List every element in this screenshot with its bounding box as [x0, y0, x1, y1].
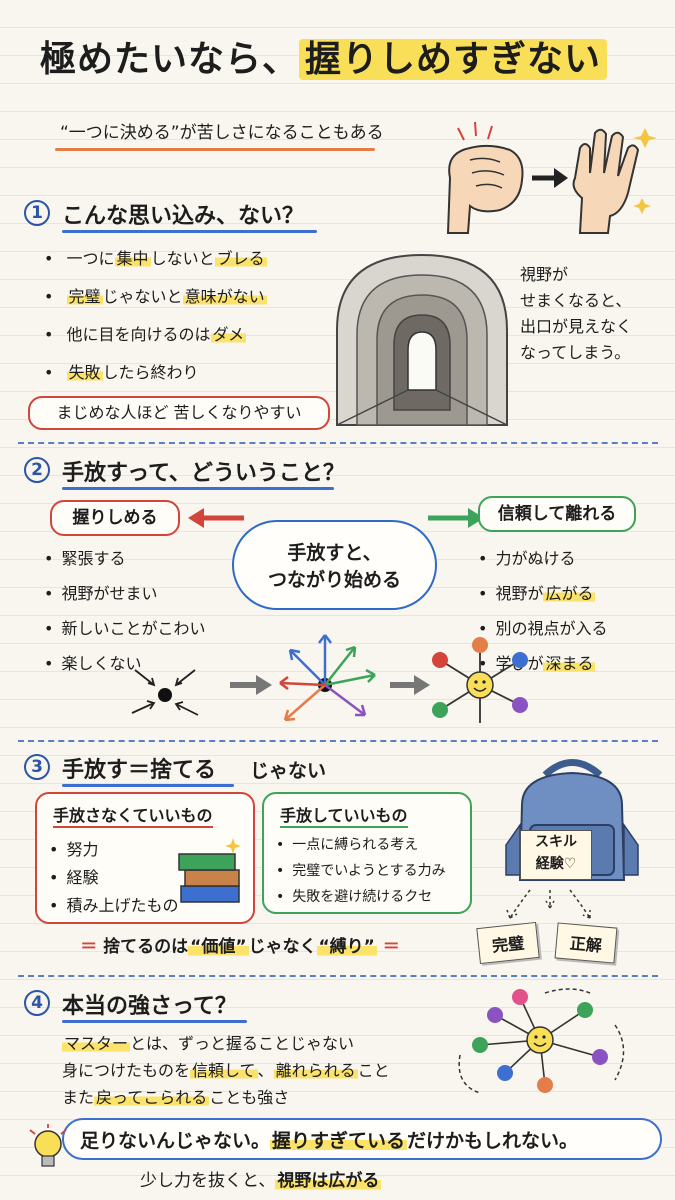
section1-number-badge: 1	[24, 200, 50, 226]
books-icon	[178, 838, 241, 903]
backpack-label: スキル 経験♡	[520, 830, 592, 880]
section2-heading-underline	[62, 487, 334, 490]
correct-card: 正解	[554, 922, 618, 964]
section1-heading: こんな思い込み、ない？	[62, 204, 305, 229]
release-cloud-line1: 手放すと、	[287, 542, 382, 564]
smiley-network-loop-icon	[458, 988, 625, 1094]
release-item-2: 完璧でいようとする力み	[276, 860, 445, 880]
perfect-card: 完璧	[476, 921, 540, 965]
gray-arrow-1	[230, 675, 272, 695]
burst-arrows-icon	[279, 634, 376, 722]
section4-line1: マスターとは、ずっと握ることじゃない	[62, 1034, 355, 1053]
footer-line2: 少し力を抜くと、視野は広がる	[140, 1171, 382, 1191]
keep-title: 手放さなくていいもの	[53, 802, 213, 828]
section2-right-item-1: 力がぬける	[478, 545, 575, 569]
release-item-3: 失敗を避け続けるクセ	[276, 886, 432, 906]
section-divider-1	[18, 442, 658, 444]
section2-heading: 手放すって、どういうこと？	[62, 461, 345, 486]
red-arrow-left-icon	[188, 508, 244, 528]
arrow-right-icon	[532, 168, 568, 188]
transformation-diagram	[131, 634, 528, 723]
section-divider-3	[18, 975, 658, 977]
section2-left-item-1: 緊張する	[44, 545, 125, 569]
hold-tight-label-box: 握りしめる	[50, 500, 180, 536]
green-arrow-right-icon	[428, 508, 484, 528]
fist-to-hand-illustration	[446, 121, 657, 234]
title-part2: 握りしめすぎない	[299, 39, 608, 80]
section3-heading: 手放す＝捨てる	[62, 758, 217, 783]
release-cloud-line2: つながり始める	[267, 569, 401, 591]
release-cloud: 手放すと、 つながり始める	[232, 520, 437, 610]
section1-side-note: 視野が せまくなると、 出口が見えなく なってしまう。	[520, 265, 633, 362]
dropping-arrows-icon	[506, 889, 591, 919]
release-title: 手放していいもの	[280, 802, 408, 828]
keep-item-3: 積み上げたもの	[49, 892, 178, 916]
title-part1: 極めたいなら、	[40, 39, 300, 80]
keep-item-1: 努力	[49, 836, 98, 860]
open-hand-icon	[572, 128, 657, 234]
section3-number-badge: 3	[24, 754, 50, 780]
trust-release-label: 信頼して離れる	[497, 504, 617, 524]
section2-left-item-2: 視野がせまい	[44, 580, 157, 604]
page-title: 極めたいなら、握りしめすぎない	[40, 30, 608, 82]
section3-banner: ＝ 捨てるのは“価値”じゃなく“縛り” ＝	[80, 937, 400, 957]
footer-line1: 足りないんじゃない。握りすぎているだけかもしれない。	[80, 1130, 579, 1152]
release-item-1: 一点に縛られる考え	[276, 834, 418, 854]
section4-line2: 身につけたものを信頼して、離れられること	[62, 1061, 390, 1080]
hold-tight-label: 握りしめる	[72, 508, 158, 528]
gray-arrow-2	[390, 675, 430, 695]
subtitle-underline	[55, 148, 375, 151]
release-box: 手放していいもの 一点に縛られる考え 完璧でいようとする力み 失敗を避け続けるク…	[262, 792, 472, 914]
fist-icon	[446, 121, 524, 234]
lightbulb-icon	[29, 1124, 67, 1167]
dot-icon	[131, 669, 199, 716]
section1-heading-underline	[62, 230, 317, 233]
section2-right-item-3: 別の視点が入る	[478, 615, 607, 639]
smiley-network-icon	[432, 637, 528, 723]
section4-heading-underline	[62, 1020, 247, 1023]
keep-item-2: 経験	[49, 864, 98, 888]
section3-heading-suffix: じゃない	[250, 760, 327, 782]
keep-box: 手放さなくていいもの 努力 経験 積み上げたもの	[35, 792, 255, 924]
section2-number-badge: 2	[24, 457, 50, 483]
section1-callout-box: まじめな人ほど 苦しくなりやすい	[28, 396, 330, 430]
subtitle: “一つに決める”が苦しさになることもある	[60, 123, 384, 143]
section3-heading-underline	[62, 784, 234, 787]
section1-callout: まじめな人ほど 苦しくなりやすい	[56, 403, 302, 422]
section2-left-item-4: 楽しくない	[44, 650, 141, 674]
section2-left-item-3: 新しいことがこわい	[44, 615, 205, 639]
section-divider-2	[18, 740, 658, 742]
trust-release-label-box: 信頼して離れる	[478, 496, 636, 532]
tunnel-illustration	[336, 253, 508, 426]
section4-line3: また戻ってこられることも強さ	[62, 1088, 290, 1107]
section4-number-badge: 4	[24, 990, 50, 1016]
section4-heading: 本当の強さって？	[62, 994, 237, 1019]
